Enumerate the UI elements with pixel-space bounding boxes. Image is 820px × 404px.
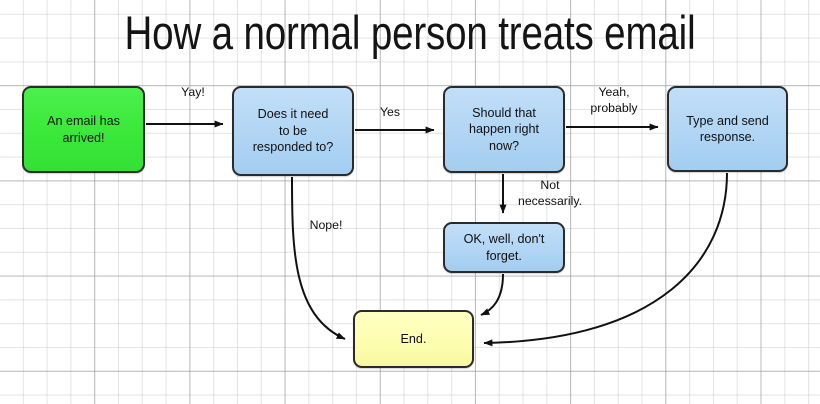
node-start[interactable]: An email has arrived! [22,86,145,173]
edge-needs-response-to-end [291,176,346,340]
node-start-label: An email has arrived! [47,114,120,145]
edge-label-nope: Nope! [309,218,343,232]
node-needs-response[interactable]: Does it need to be responded to? [232,86,354,176]
node-needs-response-label: Does it need to be responded to? [252,107,334,155]
node-dont-forget[interactable]: OK, well, don't forget. [443,222,565,273]
edge-label-yay: Yay! [181,85,205,99]
node-type-send-label: Type and send response. [686,113,769,145]
node-end[interactable]: End. [353,310,474,368]
edge-dont-forget-to-end [480,273,504,316]
edge-label-yes: Yes [379,105,401,119]
node-right-now[interactable]: Should that happen right now? [443,86,565,173]
node-dont-forget-label: OK, well, don't forget. [463,232,545,263]
edge-label-not-necessarily: Not necessarily. [517,178,582,208]
edge-type-send-to-end [483,172,728,347]
node-right-now-label: Should that happen right now? [468,105,540,153]
node-type-send[interactable]: Type and send response. [667,86,788,172]
edge-label-yeah-probably: Yeah, probably [590,85,638,115]
node-end-label: End. [400,331,427,346]
page-title: How a normal person treats email [124,6,696,59]
